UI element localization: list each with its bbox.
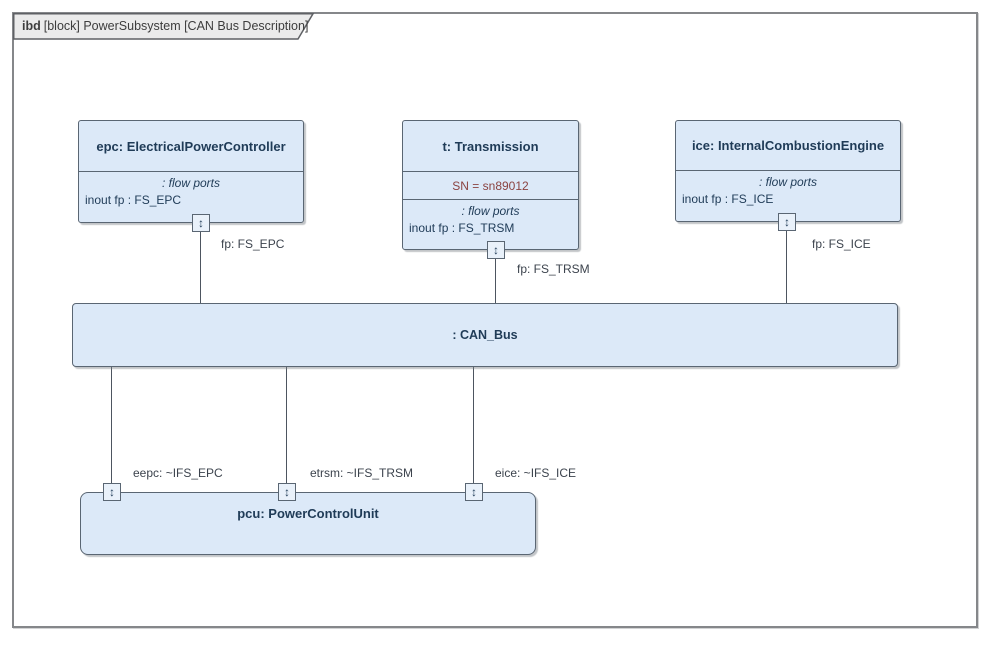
flow-port-entry: inout fp : FS_EPC (85, 193, 182, 207)
connector-epc-to-canbus (200, 231, 201, 303)
block-epc-flowports-compartment: : flow ports inout fp : FS_EPC (79, 171, 303, 209)
block-ice-internal-combustion-engine[interactable]: ice: InternalCombustionEngine : flow por… (675, 120, 901, 222)
port-label-fp-fs-ice: fp: FS_ICE (812, 237, 871, 251)
block-t-name: t: Transmission (442, 138, 539, 154)
diagram-kind-keyword: ibd (22, 19, 41, 33)
block-pcu-power-control-unit[interactable]: pcu: PowerControlUnit (80, 492, 536, 555)
frame-tab-shape (13, 13, 315, 40)
flow-port-arrow-icon: ↕ (284, 485, 290, 499)
port-eepc[interactable]: ↕ (103, 483, 121, 501)
compartment-label: : flow ports (161, 176, 221, 190)
port-eice[interactable]: ↕ (465, 483, 483, 501)
flow-port-entry: inout fp : FS_TRSM (409, 221, 515, 235)
port-label-eepc: eepc: ~IFS_EPC (133, 466, 223, 480)
flow-port-arrow-icon: ↕ (471, 485, 477, 499)
block-t-transmission[interactable]: t: Transmission SN = sn89012 : flow port… (402, 120, 579, 250)
block-epc-name: epc: ElectricalPowerController (96, 138, 286, 154)
flow-port-entry: inout fp : FS_ICE (682, 192, 774, 206)
block-epc-electrical-power-controller[interactable]: epc: ElectricalPowerController : flow po… (78, 120, 304, 223)
compartment-label: : flow ports (461, 204, 520, 218)
port-etrsm[interactable]: ↕ (278, 483, 296, 501)
block-pcu-name: pcu: PowerControlUnit (237, 506, 379, 521)
flow-port-arrow-icon: ↕ (493, 243, 499, 257)
compartment-label: : flow ports (758, 175, 818, 189)
port-fp-fs-ice[interactable]: ↕ (778, 213, 796, 231)
flow-port-arrow-icon: ↕ (784, 215, 790, 229)
connector-canbus-to-eepc (111, 367, 112, 484)
block-canbus-name: : CAN_Bus (452, 328, 518, 342)
port-label-etrsm: etrsm: ~IFS_TRSM (310, 466, 414, 480)
port-fp-fs-trsm[interactable]: ↕ (487, 241, 505, 259)
port-label-fp-fs-trsm: fp: FS_TRSM (517, 262, 590, 276)
connector-t-to-canbus (495, 258, 496, 303)
connector-ice-to-canbus (786, 230, 787, 303)
block-ice-name: ice: InternalCombustionEngine (691, 138, 885, 153)
flow-port-arrow-icon: ↕ (109, 485, 115, 499)
port-label-fp-fs-epc: fp: FS_EPC (221, 237, 285, 251)
connector-canbus-to-eice (473, 367, 474, 484)
port-label-eice: eice: ~IFS_ICE (495, 466, 577, 480)
block-t-attribute: SN = sn89012 (403, 171, 578, 199)
block-can-bus[interactable]: : CAN_Bus (72, 303, 898, 367)
port-fp-fs-epc[interactable]: ↕ (192, 214, 210, 232)
block-ice-flowports-compartment: : flow ports inout fp : FS_ICE (676, 170, 900, 208)
block-t-flowports-compartment: : flow ports inout fp : FS_TRSM (403, 199, 578, 237)
frame-tab-label: ibd[block] PowerSubsystem [CAN Bus Descr… (22, 14, 308, 39)
connector-canbus-to-etrsm (286, 367, 287, 484)
diagram-title: [block] PowerSubsystem [CAN Bus Descript… (43, 19, 309, 33)
flow-port-arrow-icon: ↕ (198, 216, 204, 230)
